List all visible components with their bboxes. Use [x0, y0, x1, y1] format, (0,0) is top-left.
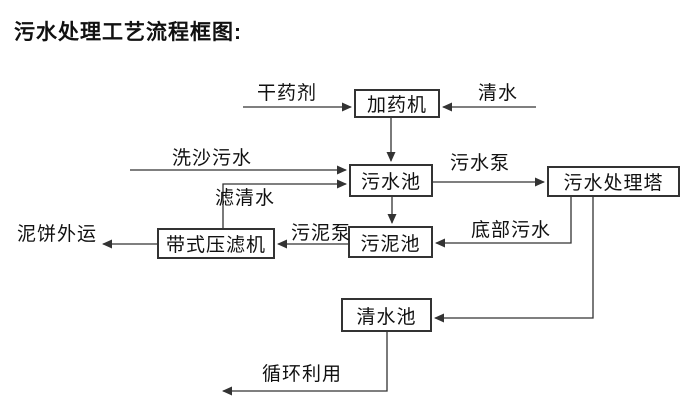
- node-treatment-tower-label: 污水处理塔: [563, 173, 664, 194]
- connector-tower-to-clean-pool: [434, 197, 594, 323]
- node-treatment-tower: 污水处理塔: [547, 166, 680, 197]
- node-sewage-pool: 污水池: [349, 164, 433, 197]
- edge-label-filtered-water: 滤清水: [215, 188, 276, 209]
- node-dosing-machine: 加药机: [354, 89, 440, 118]
- node-sludge-pool-label: 污泥池: [360, 233, 421, 255]
- edge-label-sludge-pump: 污泥泵: [291, 223, 352, 244]
- edge-label-bottom-sewage: 底部污水: [471, 220, 552, 241]
- diagram-title: 污水处理工艺流程框图:: [14, 21, 242, 44]
- connector-tower-bottom-sewage-to-sludge-pool: [435, 197, 572, 248]
- node-clean-water-pool: 清水池: [341, 298, 432, 332]
- node-sludge-pool: 污泥池: [348, 226, 433, 258]
- node-sewage-pool-label: 污水池: [360, 172, 421, 193]
- edge-label-sand-washing-sewage: 洗沙污水: [172, 148, 253, 169]
- edge-label-dry-chemical: 干药剂: [257, 83, 318, 104]
- edge-label-clean-water: 清水: [478, 83, 519, 104]
- edge-label-recycle: 循环利用: [262, 364, 343, 385]
- edge-label-sewage-pump: 污水泵: [450, 153, 511, 174]
- node-clean-water-pool-label: 清水池: [356, 306, 417, 328]
- node-belt-filter-press-label: 带式压滤机: [165, 235, 266, 256]
- connector-clean-pool-to-recycle: [222, 332, 388, 396]
- edge-label-mud-cake-out: 泥饼外运: [17, 224, 98, 245]
- node-belt-filter-press: 带式压滤机: [157, 228, 275, 259]
- connector-filtered-water-to-sewage-pool: [222, 179, 347, 228]
- node-dosing-machine-label: 加药机: [366, 95, 427, 116]
